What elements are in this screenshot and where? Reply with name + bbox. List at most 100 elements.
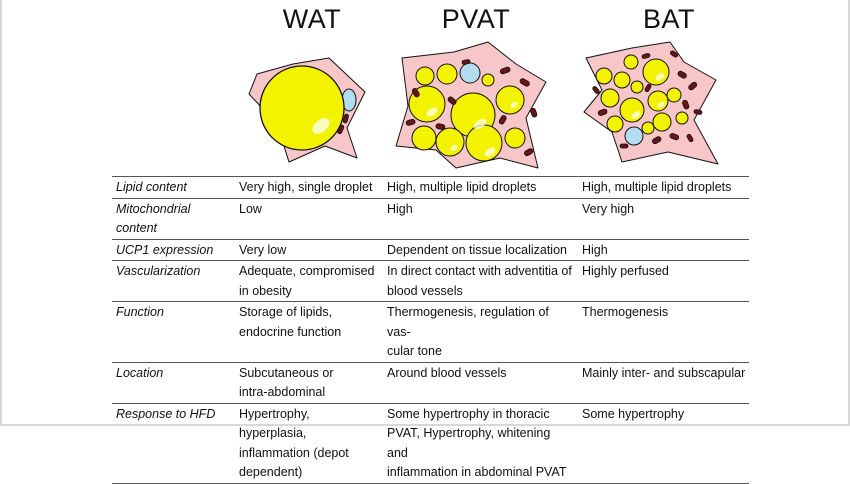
bat-lipid-highlight (657, 101, 665, 109)
pvat-lipid-droplet (495, 85, 525, 115)
pvat-column-title: PVAT (441, 4, 511, 34)
pvat-value: In direct contact with adventitia of blo… (383, 260, 578, 302)
bat-lipid-droplet (630, 80, 644, 94)
pvat-mitochondrion (519, 78, 530, 87)
pvat-mitochondrion (405, 118, 416, 126)
pvat-mitochondrion (461, 59, 471, 65)
wat-lipid-highlight (312, 118, 330, 134)
pvat-mitochondrion (447, 96, 457, 105)
pvat-lipid-highlight (426, 107, 438, 117)
wat-value: Very low (235, 239, 383, 261)
bat-mitochondrion (669, 133, 680, 141)
wat-value: Low (235, 198, 383, 240)
bat-mitochondrion (693, 109, 703, 115)
property-label: Response to HFD (112, 403, 235, 484)
bat-value: Very high (578, 198, 750, 240)
pvat-value: Dependent on tissue localization (383, 239, 578, 261)
bat-lipid-droplet (641, 121, 655, 135)
bat-lipid-highlight (655, 73, 665, 81)
bat-lipid-droplet (675, 111, 689, 125)
bat-mitochondrion (682, 99, 690, 110)
pvat-lipid-droplet (504, 127, 526, 149)
pvat-mitochondrion (435, 123, 446, 130)
pvat-value: Some hypertrophy in thoracic PVAT, Hyper… (383, 403, 578, 484)
bat-nucleus (624, 126, 644, 146)
bat-lipid-droplet (595, 67, 613, 85)
bat-lipid-droplet (600, 88, 620, 108)
wat-column-title: WAT (282, 4, 342, 34)
bat-lipid-droplet (606, 115, 624, 133)
pvat-lipid-droplet (411, 125, 437, 151)
frame-right-border (848, 0, 850, 426)
pvat-mitochondrion (524, 148, 534, 157)
property-label: UCP1 expression (112, 239, 235, 261)
bat-mitochondrion (619, 143, 629, 149)
bat-lipid-droplet (652, 112, 672, 132)
pvat-lipid-highlight (484, 147, 496, 157)
pvat-lipid-droplet (436, 63, 458, 85)
bat-lipid-droplet (623, 54, 639, 70)
bat-mitochondrion (644, 83, 652, 93)
bat-mitochondrion (677, 70, 687, 79)
bat-mitochondrion (641, 53, 651, 59)
pvat-value: Around blood vessels (383, 362, 578, 404)
pvat-nucleus (459, 62, 481, 84)
property-label: Lipid content (112, 176, 235, 199)
pvat-lipid-highlight (510, 101, 518, 109)
property-label: Mitochondrial content (112, 198, 235, 240)
property-label: Vascularization (112, 260, 235, 302)
bat-lipid-droplet (647, 90, 669, 112)
pvat-lipid-highlight (450, 144, 458, 152)
pvat-value: Thermogenesis, regulation of vas- cular … (383, 301, 578, 363)
wat-mitochondrion (342, 113, 349, 124)
pvat-mitochondrion (499, 66, 511, 75)
bat-mitochondrion (592, 86, 600, 94)
wat-value: Storage of lipids, endocrine function (235, 301, 383, 363)
pvat-mitochondrion (411, 88, 420, 98)
pvat-lipid-droplet (415, 66, 435, 86)
bat-value: High, multiple lipid droplets (578, 176, 750, 199)
pvat-mitochondrion (498, 115, 507, 125)
wat-value: Subcutaneous or intra-abdominal (235, 362, 383, 404)
pvat-value: High, multiple lipid droplets (383, 176, 578, 199)
bat-mitochondrion (597, 108, 608, 116)
wat-adipocyte-illustration (248, 57, 366, 163)
bat-mitochondrion (688, 81, 698, 91)
bat-lipid-droplet (666, 87, 682, 103)
property-label: Location (112, 362, 235, 404)
pvat-lipid-highlight (473, 118, 487, 130)
bat-mitochondrion (652, 136, 662, 145)
bat-value: Mainly inter- and subscapular (578, 362, 750, 404)
pvat-lipid-droplet (465, 124, 503, 162)
pvat-adipocyte-illustration (395, 41, 547, 169)
bat-column-title: BAT (642, 4, 695, 34)
frame-left-border (0, 0, 2, 426)
wat-value: Very high, single droplet (235, 176, 383, 199)
bat-value: High (578, 239, 750, 261)
bat-value: Highly perfused (578, 260, 750, 302)
bat-mitochondrion (686, 133, 694, 143)
bat-value: Some hypertrophy (578, 403, 750, 484)
pvat-lipid-droplet (435, 127, 465, 157)
wat-lipid-droplet (259, 65, 345, 151)
bat-value: Thermogenesis (578, 301, 750, 363)
property-label: Function (112, 301, 235, 363)
bat-adipocyte-illustration (583, 41, 719, 165)
wat-value: Adequate, compromised in obesity (235, 260, 383, 302)
bat-lipid-droplet (642, 58, 670, 86)
wat-value: Hypertrophy, hyperplasia, inflammation (… (235, 403, 383, 484)
pvat-lipid-droplet (481, 73, 495, 87)
bat-lipid-droplet (613, 71, 631, 89)
pvat-value: High (383, 198, 578, 240)
pvat-mitochondrion (530, 107, 538, 118)
bat-lipid-highlight (631, 111, 641, 119)
bat-mitochondrion (669, 50, 679, 58)
